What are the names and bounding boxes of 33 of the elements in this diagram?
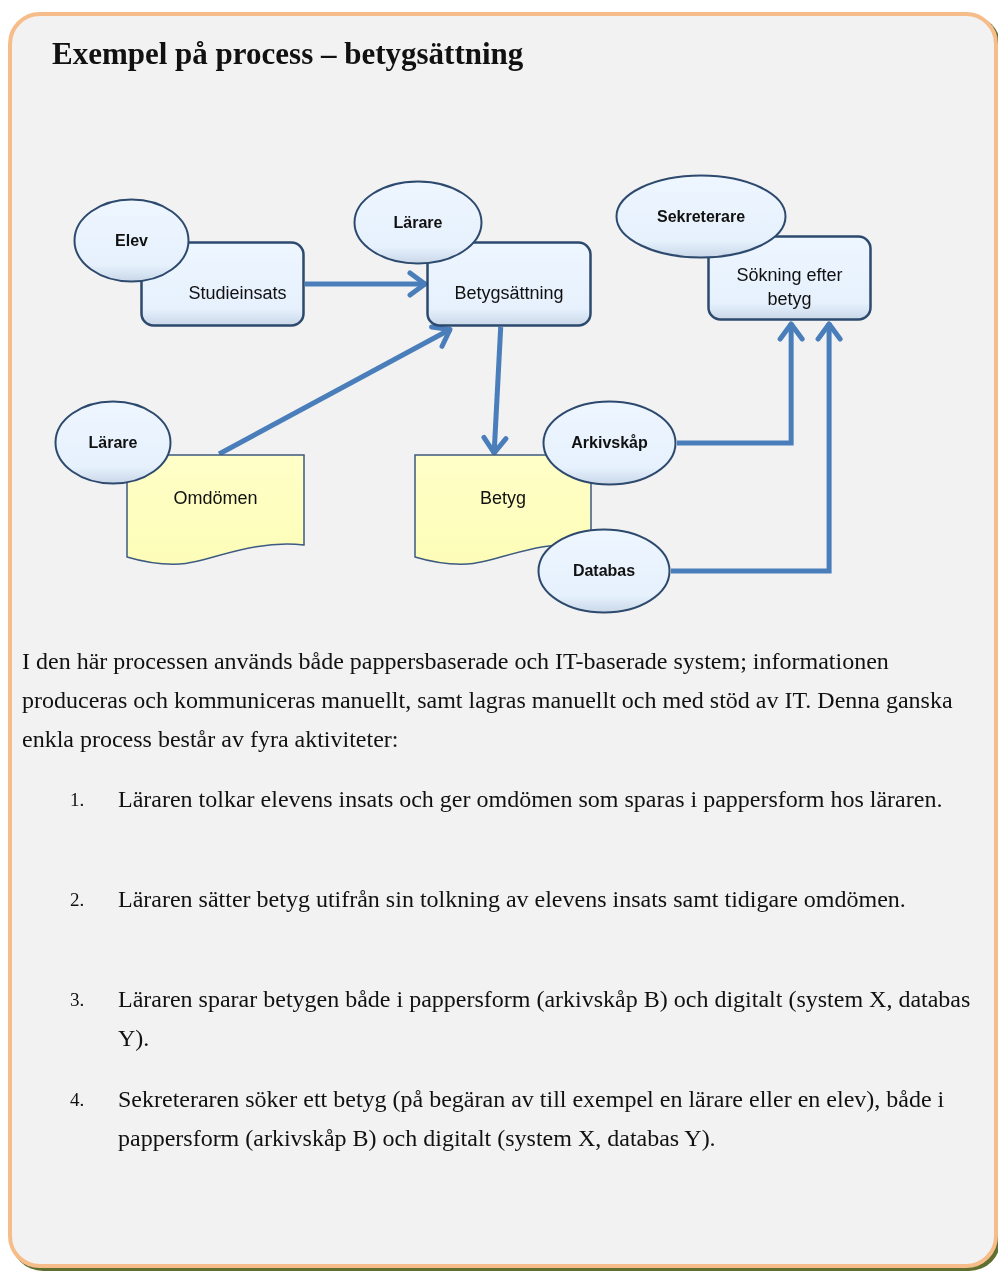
actor-ellipse (542, 400, 677, 486)
actor-ellipse (73, 198, 190, 283)
list-number: 1. (70, 788, 86, 812)
arrow (305, 270, 428, 298)
arrow (677, 321, 805, 446)
process-box (707, 235, 872, 321)
list-item: Läraren sätter betyg utifrån sin tolkning av elevens insats samt tidigare omdömen. (118, 885, 907, 914)
actor-ellipse (615, 174, 787, 259)
node-label: Sekreterare (655, 207, 747, 226)
list-number: 4. (70, 1088, 86, 1112)
list-item: Läraren tolkar elevens insats och ger omdömen som sparas i pappersform hos läraren. (118, 785, 944, 814)
list-item: Läraren sparar betygen både i pappersform (arkivskåp B) och digitalt (system X, databas Y). (118, 985, 972, 1053)
title: Exempel på process – betygsättning (52, 36, 524, 72)
node-label: Sökning efter betyg (735, 263, 844, 311)
node-label: Betygsättning (453, 281, 565, 305)
actor-ellipse (54, 400, 172, 485)
arrow (481, 326, 509, 456)
node-label: Elev (114, 231, 149, 250)
process-box (426, 241, 592, 327)
node-label: Omdömen (172, 488, 259, 509)
node-label: Lärare (392, 213, 444, 232)
arrow (671, 321, 843, 574)
list-number: 2. (70, 888, 86, 912)
actor-ellipse (353, 180, 483, 265)
actor-ellipse (537, 528, 671, 614)
paragraph: I den här processen används både pappersbaserade och IT-baserade system; informationen produceras och kommuniceras manuellt, samt lagras manuellt och med stöd av IT. Denna ganska enkla process består av fyra aktiviteter: (22, 647, 954, 754)
node-label: Betyg (479, 488, 527, 509)
list-item: Sekreteraren söker ett betyg (på begäran av till exempel en lärare eller en elev), både i pappersform (arkivskåp B) och digitalt (system X, databas Y). (118, 1085, 946, 1153)
node-label: Studieinsats (187, 281, 288, 305)
node-label: Arkivskåp (570, 434, 649, 452)
node-label: Databas (571, 562, 637, 580)
node-label: Lärare (87, 433, 139, 452)
list-number: 3. (70, 988, 86, 1012)
